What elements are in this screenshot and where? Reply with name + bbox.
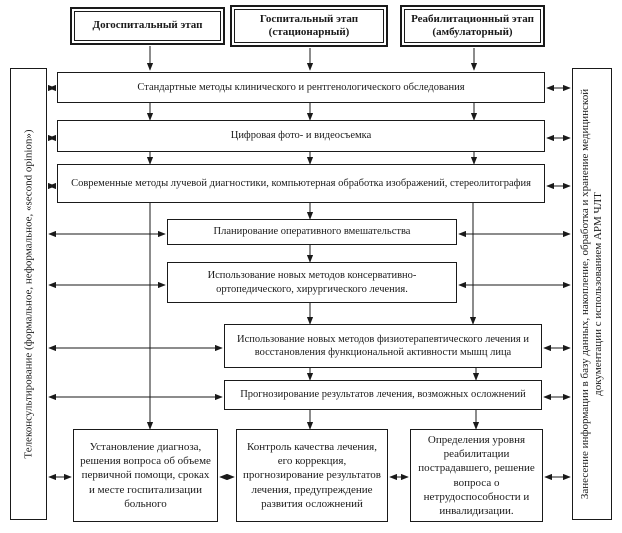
stage-label-prehospital: Догоспитальный этап — [74, 11, 221, 41]
stage-box-prehospital: Догоспитальный этап — [70, 7, 225, 45]
process-box-orthopedic-surgical-treatment: Использование новых методов консервативн… — [167, 262, 457, 303]
process-box-outcome-prognosis: Прогнозирование результатов лечения, воз… — [224, 380, 542, 410]
outcome-box-diagnosis-hospitalization: Установление диагноза, решения вопроса о… — [73, 429, 218, 522]
process-box-radiology-stereolithography: Современные методы лучевой диагностики, … — [57, 164, 545, 203]
process-box-physiotherapy-muscle-recovery: Использование новых методов физиотерапев… — [224, 324, 542, 368]
process-box-surgery-planning: Планирование оперативного вмешательства — [167, 219, 457, 245]
outcome-box-treatment-quality-control: Контроль качества лечения, его коррекция… — [236, 429, 388, 522]
stage-box-hospital: Госпитальный этап (стационарный) — [230, 5, 388, 47]
panel-database: Занесение информации в базу данных, нако… — [572, 68, 612, 520]
stage-label-hospital: Госпитальный этап (стационарный) — [234, 9, 384, 43]
outcome-box-rehabilitation-level: Определения уровня реабилитации пострада… — [410, 429, 543, 522]
stage-label-rehabilitation: Реабилитационный этап (амбулаторный) — [404, 9, 541, 43]
panel-teleconsulting-label: Телеконсультирование (формальное, неформ… — [21, 129, 34, 459]
panel-database-label: Занесение информации в базу данных, нако… — [578, 88, 604, 500]
process-box-standard-examination: Стандартные методы клинического и рентге… — [57, 72, 545, 103]
process-box-digital-photo-video: Цифровая фото- и видеосъемка — [57, 120, 545, 152]
stage-box-rehabilitation: Реабилитационный этап (амбулаторный) — [400, 5, 545, 47]
panel-teleconsulting: Телеконсультирование (формальное, неформ… — [10, 68, 47, 520]
